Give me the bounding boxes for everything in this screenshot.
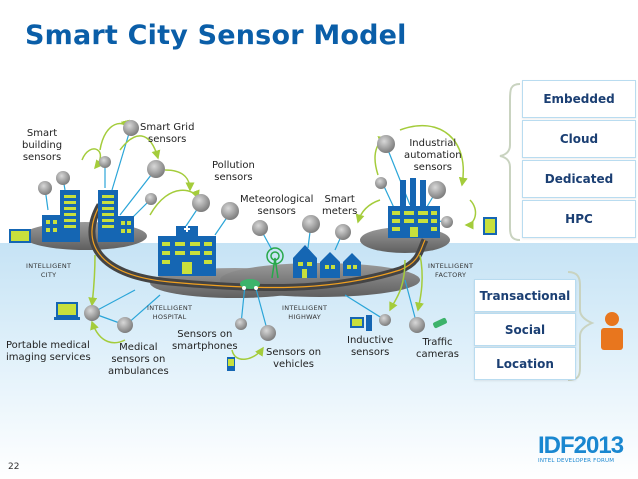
label-smartphones: Sensors on smartphones [172, 329, 238, 352]
sensor-node [409, 317, 425, 333]
sensor-node [192, 194, 210, 212]
sensor-node [99, 156, 111, 168]
hospital-building [158, 226, 216, 276]
tier-hpc: HPC [522, 200, 636, 238]
data-social: Social [474, 313, 576, 346]
label-medical-ambulances: Medical sensors on ambulances [108, 342, 169, 377]
label-pollution: Pollution sensors [212, 160, 255, 183]
brace-left [567, 271, 595, 381]
sensor-node [147, 160, 165, 178]
sensor-node [260, 325, 276, 341]
sensor-node [56, 171, 70, 185]
page-number: 22 [8, 462, 20, 472]
zone-highway: INTELLIGENT HIGHWAY [282, 304, 328, 321]
sensor-node [252, 220, 268, 236]
zone-city: INTELLIGENT CITY [26, 262, 72, 279]
sensor-node [377, 135, 395, 153]
data-flow-arrows [81, 119, 477, 360]
monitor-icon [9, 229, 31, 243]
label-industrial: Industrial automation sensors [404, 138, 462, 173]
idf-logo: IDF2013 [538, 432, 624, 459]
sensor-node [379, 314, 391, 326]
brace-right [499, 83, 521, 241]
radio-tower-icon [266, 247, 284, 279]
label-traffic: Traffic cameras [416, 337, 459, 360]
label-vehicles: Sensors on vehicles [266, 347, 322, 370]
smartphone-icon [227, 357, 235, 371]
houses [293, 245, 361, 278]
sensor-node [145, 193, 157, 205]
sensor-node [375, 177, 387, 189]
tier-cloud: Cloud [522, 120, 636, 158]
tier-dedicated: Dedicated [522, 160, 636, 198]
label-smart-grid: Smart Grid sensors [140, 122, 195, 145]
sensor-node [84, 305, 100, 321]
zone-hospital: INTELLIGENT HOSPITAL [147, 304, 193, 321]
zone-factory: INTELLIGENT FACTORY [428, 262, 474, 279]
sensor-node [428, 181, 446, 199]
car-icon [240, 279, 260, 290]
sensor-node [221, 202, 239, 220]
laptop-icon [54, 302, 80, 320]
sensor-node [235, 318, 247, 330]
person-icon [601, 312, 623, 350]
label-meteorological: Meteorological sensors [240, 194, 314, 217]
sensor-node [441, 216, 453, 228]
tablet-icon [483, 217, 497, 235]
label-smart-building: Smart building sensors [22, 128, 63, 163]
sensor-node [123, 120, 139, 136]
sensor-node [302, 215, 320, 233]
sensor-node [117, 317, 133, 333]
data-transactional: Transactional [474, 279, 576, 312]
slide-title: Smart City Sensor Model [25, 20, 407, 51]
sensors [38, 120, 453, 341]
sensor-node [335, 224, 351, 240]
label-inductive: Inductive sensors [347, 335, 394, 358]
data-location: Location [474, 347, 576, 380]
idf-logo-subtitle: INTEL DEVELOPER FORUM [538, 458, 615, 464]
label-smart-meters: Smart meters [322, 194, 358, 217]
label-portable-medical: Portable medical imaging services [6, 340, 91, 363]
camera-icon [433, 317, 447, 329]
computer-icon [350, 315, 372, 331]
tier-embedded: Embedded [522, 80, 636, 118]
sensor-node [38, 181, 52, 195]
